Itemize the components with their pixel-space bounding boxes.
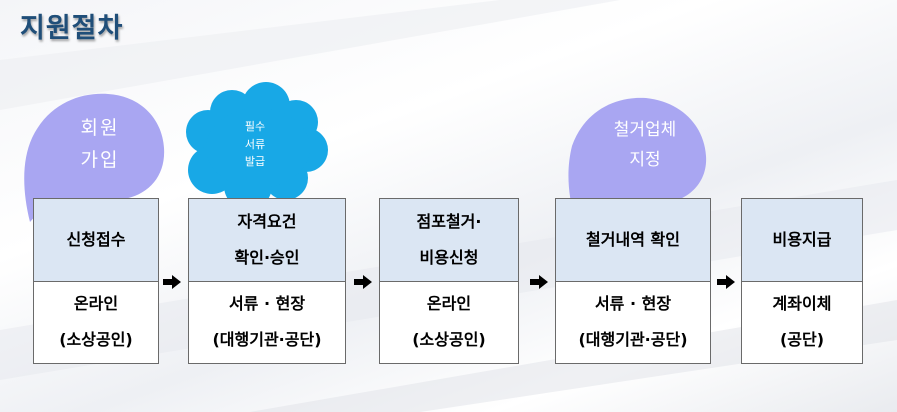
step-header: 철거내역 확인 [556, 199, 710, 282]
step-header: 비용지급 [742, 199, 862, 282]
bubble-text-member-join: 회원 가입 [80, 117, 120, 172]
step-detail: 온라인 (소상공인) [412, 294, 486, 349]
bubble-text-demolition-company: 철거업체 지정 [613, 120, 677, 170]
step-detail: 서류 · 현장 (대행기관·공단) [578, 294, 688, 349]
speech-bubble-member-join [24, 93, 165, 222]
step-demolition-request: 점포철거· 비용신청 온라인 (소상공인) [379, 198, 519, 364]
arrow-right-icon [530, 275, 548, 289]
step-detail: 온라인 (소상공인) [59, 294, 133, 349]
bubble-text-required-docs: 필수 서류 발급 [244, 120, 266, 169]
step-header: 점포철거· 비용신청 [380, 199, 518, 282]
arrow-right-icon [354, 275, 372, 289]
step-header: 자격요건 확인·승인 [189, 199, 345, 282]
step-header: 신청접수 [34, 199, 158, 282]
step-detail: 서류 · 현장 (대행기관·공단) [212, 294, 322, 349]
page-title: 지원절차 [20, 13, 124, 44]
step-demolition-check: 철거내역 확인 서류 · 현장 (대행기관·공단) [555, 198, 711, 364]
step-application: 신청접수 온라인 (소상공인) [33, 198, 159, 364]
arrow-right-icon [717, 275, 735, 289]
step-eligibility: 자격요건 확인·승인 서류 · 현장 (대행기관·공단) [188, 198, 346, 364]
arrow-right-icon [163, 275, 181, 289]
step-detail: 계좌이체 (공단) [772, 294, 832, 349]
step-payment: 비용지급 계좌이체 (공단) [741, 198, 863, 364]
speech-bubble-demolition-company [568, 97, 707, 218]
